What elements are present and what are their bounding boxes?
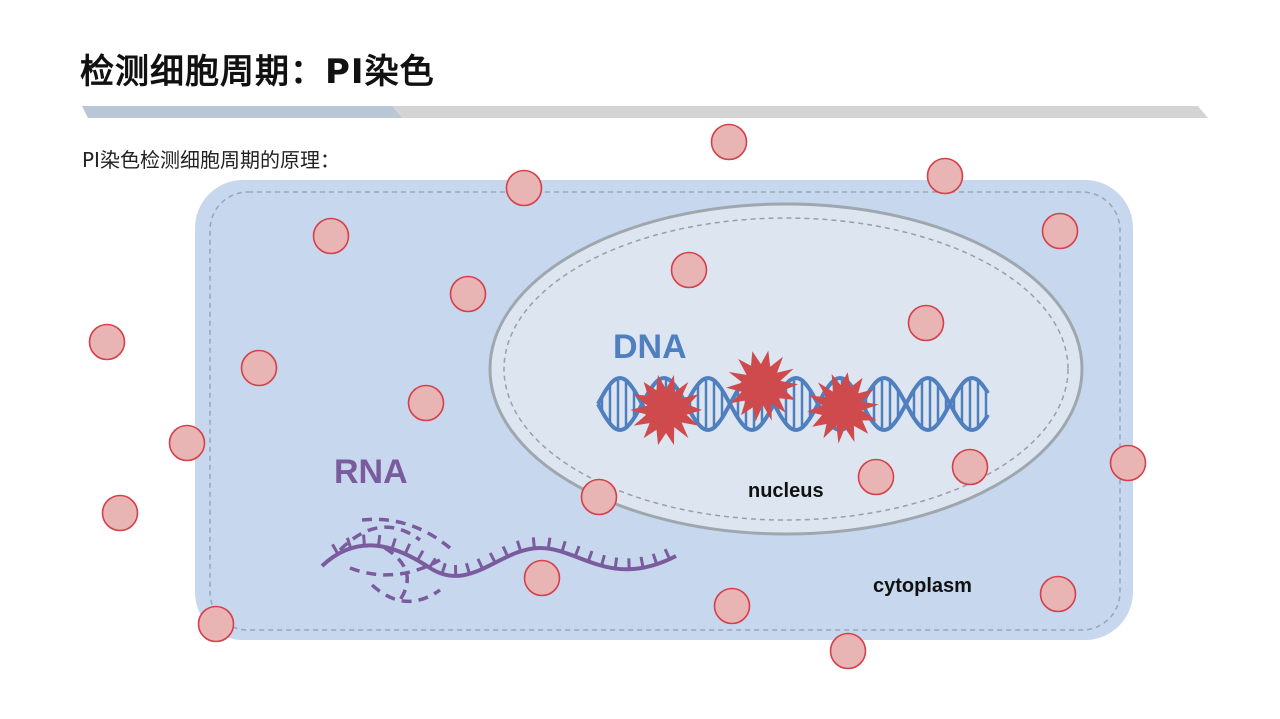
pi-molecule: [1109, 444, 1147, 482]
pi-molecule: [857, 458, 895, 496]
subtitle: PI染色检测细胞周期的原理：: [82, 148, 340, 172]
pi-molecule: [710, 123, 748, 161]
pi-burst: [807, 372, 879, 444]
pi-burst: [630, 374, 702, 446]
rna-strand: [320, 517, 677, 603]
pi-molecule: [1041, 212, 1079, 250]
pi-molecule: [312, 217, 350, 255]
page-title: 检测细胞周期：PI染色: [80, 52, 435, 92]
pi-molecule: [670, 251, 708, 289]
cytoplasm-label: cytoplasm: [873, 575, 972, 597]
pi-molecule: [829, 632, 867, 670]
pi-molecule: [580, 478, 618, 516]
nuclear-membrane: [503, 217, 1069, 521]
cell-membrane: [209, 191, 1121, 631]
pi-molecule: [88, 323, 126, 361]
pi-molecule: [926, 157, 964, 195]
pi-molecule: [713, 587, 751, 625]
dna-label: DNA: [613, 328, 687, 366]
pi-burst: [726, 350, 798, 422]
pi-molecule: [101, 494, 139, 532]
pi-molecule: [1039, 575, 1077, 613]
pi-molecules: [88, 123, 1147, 670]
title-underline: [82, 106, 1208, 118]
pi-molecule: [907, 304, 945, 342]
pi-molecule: [505, 169, 543, 207]
pi-molecule: [951, 448, 989, 486]
pi-molecule: [168, 424, 206, 462]
pi-molecule: [449, 275, 487, 313]
rna-label: RNA: [334, 453, 408, 491]
pi-molecule: [240, 349, 278, 387]
pi-molecule: [523, 559, 561, 597]
pi-bound-dna-group: [630, 350, 879, 446]
pi-molecule: [197, 605, 235, 643]
nucleus: [488, 202, 1084, 536]
pi-molecule: [407, 384, 445, 422]
nucleus-label: nucleus: [748, 480, 824, 502]
